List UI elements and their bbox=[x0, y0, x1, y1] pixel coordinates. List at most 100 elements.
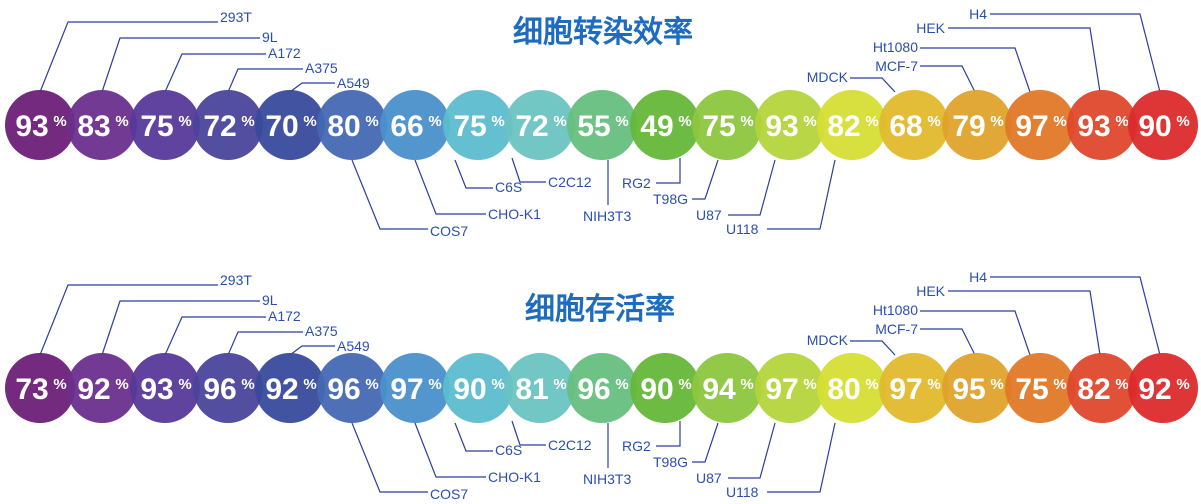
value-circle bbox=[443, 353, 513, 423]
value-text: 90 bbox=[453, 373, 486, 406]
leader-line bbox=[990, 276, 1161, 356]
cell-line-label: T98G bbox=[653, 191, 688, 207]
percent-sign: % bbox=[803, 376, 816, 393]
value-circle bbox=[130, 90, 200, 160]
percent-sign: % bbox=[678, 376, 691, 393]
value-text: 80 bbox=[327, 110, 360, 143]
leader-line bbox=[656, 421, 681, 447]
value-text: 90 bbox=[640, 373, 673, 406]
leader-line bbox=[227, 68, 303, 93]
leader-line bbox=[289, 345, 335, 356]
cell-line-label: CHO-K1 bbox=[488, 206, 541, 222]
cell-line-label: A375 bbox=[305, 60, 338, 76]
value-circle bbox=[1067, 90, 1137, 160]
value-text: 97 bbox=[1015, 110, 1048, 143]
value-text: 92 bbox=[1138, 373, 1171, 406]
value-circle bbox=[879, 353, 949, 423]
leader-line bbox=[511, 157, 546, 183]
leader-line bbox=[39, 284, 218, 356]
value-circle bbox=[879, 90, 949, 160]
cell-line-label: HEK bbox=[916, 20, 945, 36]
value-circle bbox=[942, 90, 1012, 160]
cell-line-label: NIH3T3 bbox=[583, 208, 631, 224]
cell-line-label: MDCK bbox=[807, 332, 849, 348]
cell-line-label: A549 bbox=[337, 338, 370, 354]
value-text: 68 bbox=[889, 110, 922, 143]
value-text: 79 bbox=[952, 110, 985, 143]
percent-sign: % bbox=[553, 376, 566, 393]
leader-line bbox=[289, 82, 335, 93]
value-circle bbox=[5, 90, 75, 160]
leader-line bbox=[920, 310, 1031, 356]
value-circle bbox=[67, 353, 137, 423]
percent-sign: % bbox=[428, 113, 441, 130]
cell-line-label: A172 bbox=[268, 45, 301, 61]
leader-line bbox=[692, 422, 719, 463]
cell-line-label: HEK bbox=[916, 283, 945, 299]
value-circle bbox=[1005, 353, 1075, 423]
value-text: 95 bbox=[952, 373, 985, 406]
value-text: 75 bbox=[453, 110, 486, 143]
leader-line bbox=[990, 13, 1161, 93]
value-text: 96 bbox=[327, 373, 360, 406]
cell-line-label: A549 bbox=[337, 75, 370, 91]
leader-line bbox=[948, 27, 1101, 93]
cell-line-label: C6S bbox=[495, 442, 522, 458]
cell-line-label: Ht1080 bbox=[873, 302, 918, 318]
value-text: 81 bbox=[515, 373, 548, 406]
leader-line bbox=[920, 47, 1031, 93]
percent-sign: % bbox=[53, 113, 66, 130]
leader-line bbox=[850, 77, 896, 93]
percent-sign: % bbox=[303, 113, 316, 130]
value-circle bbox=[692, 353, 762, 423]
percent-sign: % bbox=[53, 376, 66, 393]
percent-sign: % bbox=[115, 376, 128, 393]
leader-line bbox=[948, 290, 1101, 356]
value-circle bbox=[630, 353, 700, 423]
panel-title-viability: 细胞存活率 bbox=[525, 292, 675, 327]
value-circle bbox=[380, 90, 450, 160]
value-text: 96 bbox=[203, 373, 236, 406]
cell-line-label: U118 bbox=[726, 221, 759, 237]
value-circle bbox=[505, 353, 575, 423]
percent-sign: % bbox=[1176, 113, 1189, 130]
value-text: 82 bbox=[1077, 373, 1110, 406]
percent-sign: % bbox=[178, 113, 191, 130]
leader-line bbox=[101, 300, 260, 356]
percent-sign: % bbox=[615, 376, 628, 393]
percent-sign: % bbox=[553, 113, 566, 130]
value-circle bbox=[317, 90, 387, 160]
value-text: 82 bbox=[827, 110, 860, 143]
value-circle bbox=[942, 353, 1012, 423]
percent-sign: % bbox=[927, 376, 940, 393]
value-circle bbox=[380, 353, 450, 423]
cell-line-label: Ht1080 bbox=[873, 39, 918, 55]
value-circle bbox=[567, 353, 637, 423]
leader-line bbox=[351, 159, 428, 230]
leader-line bbox=[656, 158, 681, 184]
percent-sign: % bbox=[428, 376, 441, 393]
percent-sign: % bbox=[1115, 113, 1128, 130]
percent-sign: % bbox=[303, 376, 316, 393]
percent-sign: % bbox=[1176, 376, 1189, 393]
value-circle bbox=[67, 90, 137, 160]
cell-line-label: COS7 bbox=[430, 486, 468, 502]
leader-line bbox=[164, 53, 266, 93]
value-text: 72 bbox=[203, 110, 236, 143]
value-circle bbox=[5, 353, 75, 423]
value-text: 75 bbox=[1015, 373, 1048, 406]
value-text: 93 bbox=[1077, 110, 1110, 143]
value-text: 93 bbox=[15, 110, 48, 143]
cell-line-label: C2C12 bbox=[548, 174, 592, 190]
percent-sign: % bbox=[365, 113, 378, 130]
cell-line-label: C6S bbox=[495, 179, 522, 195]
value-circle bbox=[193, 90, 263, 160]
value-text: 75 bbox=[140, 110, 173, 143]
leader-line bbox=[39, 21, 218, 93]
value-text: 97 bbox=[765, 373, 798, 406]
percent-sign: % bbox=[1053, 376, 1066, 393]
value-text: 72 bbox=[515, 110, 548, 143]
percent-sign: % bbox=[615, 113, 628, 130]
